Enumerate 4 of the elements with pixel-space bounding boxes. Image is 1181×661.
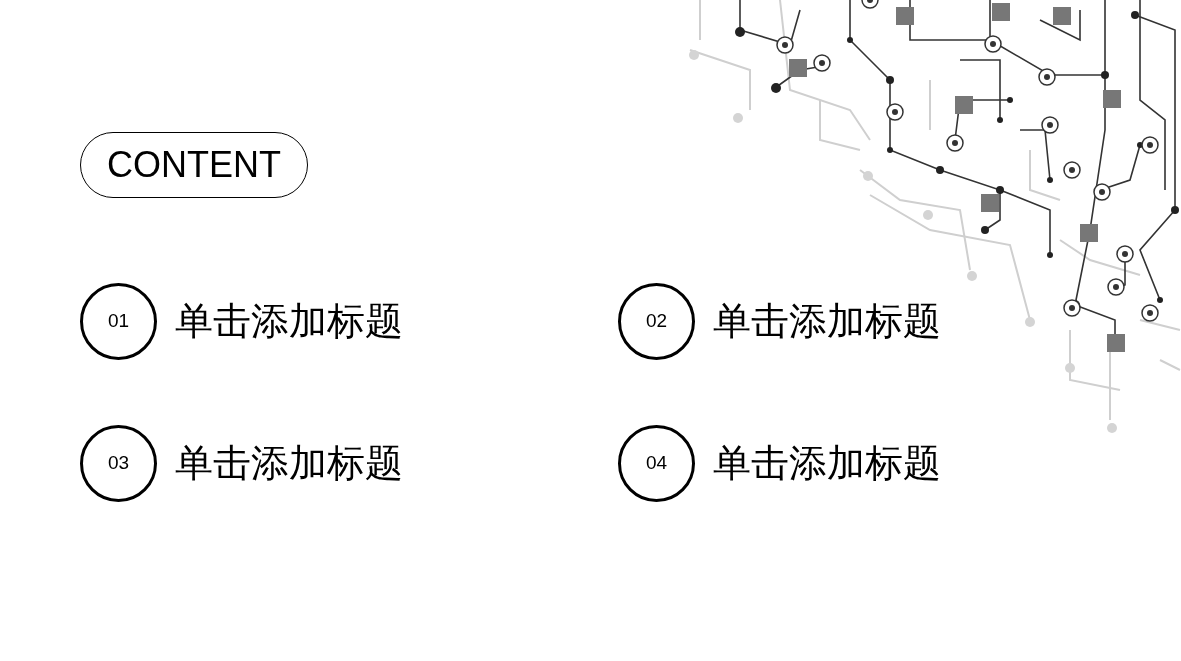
section-title: 单击添加标题 [175, 299, 403, 343]
section-title: 单击添加标题 [175, 441, 403, 485]
section-title: 单击添加标题 [713, 299, 941, 343]
section-title: 单击添加标题 [713, 441, 941, 485]
